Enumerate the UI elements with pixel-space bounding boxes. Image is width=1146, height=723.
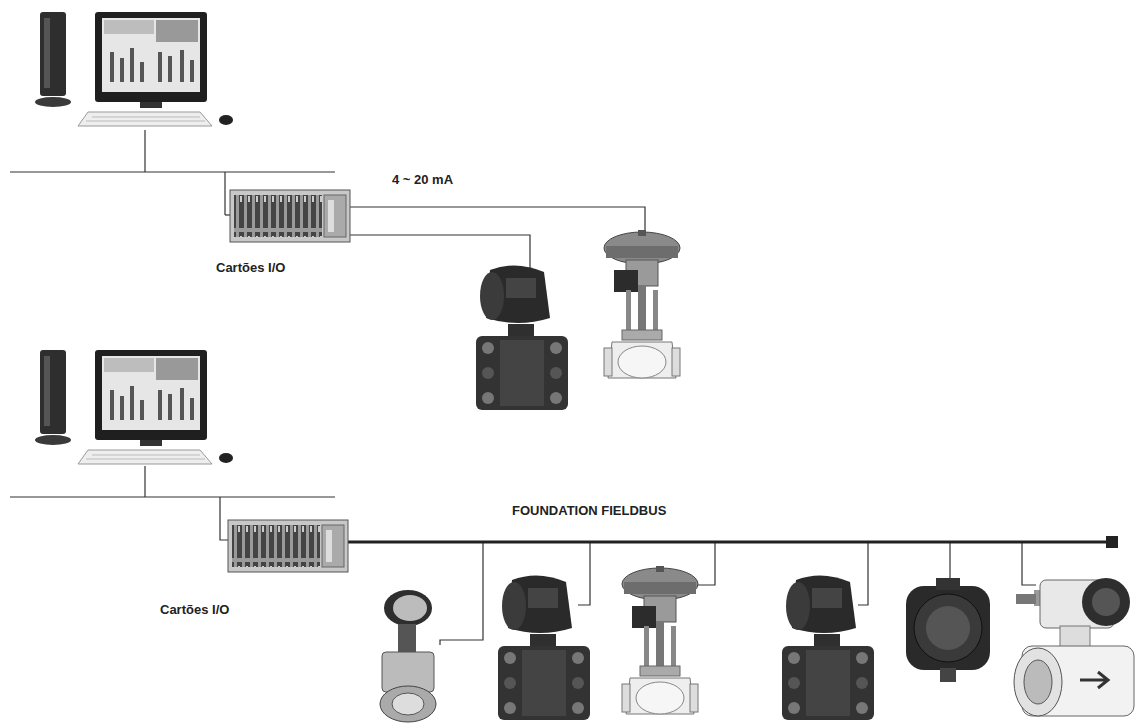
pressure-transmitter	[476, 265, 568, 410]
fieldbus-cable	[345, 541, 1108, 544]
magnetic-flowmeter	[1014, 578, 1134, 716]
workstation	[35, 350, 233, 464]
io-rack	[230, 190, 350, 242]
control-valve	[604, 230, 680, 378]
workstation	[35, 12, 233, 126]
vortex-flowmeter	[380, 590, 436, 722]
io-rack	[228, 520, 348, 572]
bus-terminator	[1106, 536, 1118, 548]
bus-label: FOUNDATION FIELDBUS	[512, 503, 666, 519]
wiring	[10, 130, 645, 268]
signal-label: 4 ~ 20 mA	[392, 172, 453, 188]
temperature-transmitter	[906, 578, 990, 682]
pressure-transmitter	[498, 575, 590, 720]
pressure-transmitter	[782, 575, 874, 720]
io-label: Cartões I/O	[160, 602, 229, 618]
io-label: Cartões I/O	[216, 260, 285, 276]
control-valve	[622, 566, 698, 714]
